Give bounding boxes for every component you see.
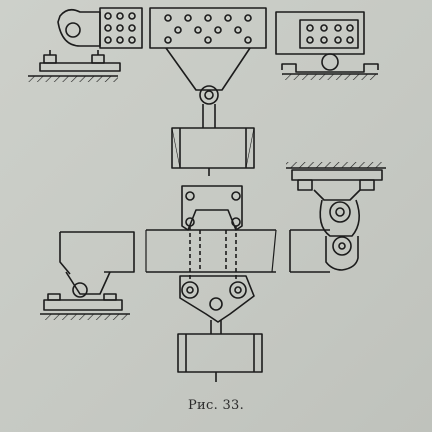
rivet-pattern: [164, 14, 252, 44]
lower-lug: [325, 236, 359, 271]
ground-hatch: [28, 76, 118, 82]
top-plate: [149, 7, 267, 49]
upper-link-plate: [181, 185, 243, 231]
bracket-body: [319, 199, 360, 237]
bolt-head: [359, 179, 375, 191]
drum: [177, 333, 263, 373]
riveted-strap: [99, 7, 143, 49]
figure-caption: Рис. 33.: [187, 398, 245, 413]
bolt-head: [47, 293, 61, 301]
bottom-right-bracket-assembly: [286, 162, 386, 273]
drum: [171, 127, 255, 169]
bolt-head: [297, 179, 313, 191]
base-plate: [43, 299, 123, 311]
ground-hatch: [44, 314, 128, 320]
support-web: [65, 271, 111, 295]
ceiling-hatch: [286, 162, 382, 168]
bottom-center-link-assembly: [145, 185, 277, 382]
bolt-head: [91, 54, 105, 64]
clevis-hole: [65, 22, 81, 38]
riveted-strap: [299, 19, 359, 49]
bracket-pin: [329, 201, 351, 223]
beam-end: [60, 231, 135, 273]
frame-plate: [275, 11, 365, 55]
bolt-head: [103, 293, 117, 301]
channel: [281, 63, 379, 73]
bolt-head: [43, 54, 57, 64]
hanger-pin: [199, 85, 219, 105]
rivet-pattern: [104, 12, 136, 44]
bottom-left-support-assembly: [40, 231, 135, 320]
top-left-clevis-assembly: [28, 7, 143, 82]
ground-hatch: [282, 74, 378, 80]
lower-link-plate: [179, 275, 255, 323]
ceiling-plate: [291, 169, 383, 181]
base-plate: [39, 62, 121, 72]
rivet-pattern: [306, 24, 354, 44]
hanger-web: [165, 47, 251, 91]
top-center-hanger-assembly: [149, 7, 267, 176]
roller: [321, 53, 339, 71]
top-right-roller-assembly: [275, 11, 379, 80]
support-pin: [72, 282, 88, 298]
